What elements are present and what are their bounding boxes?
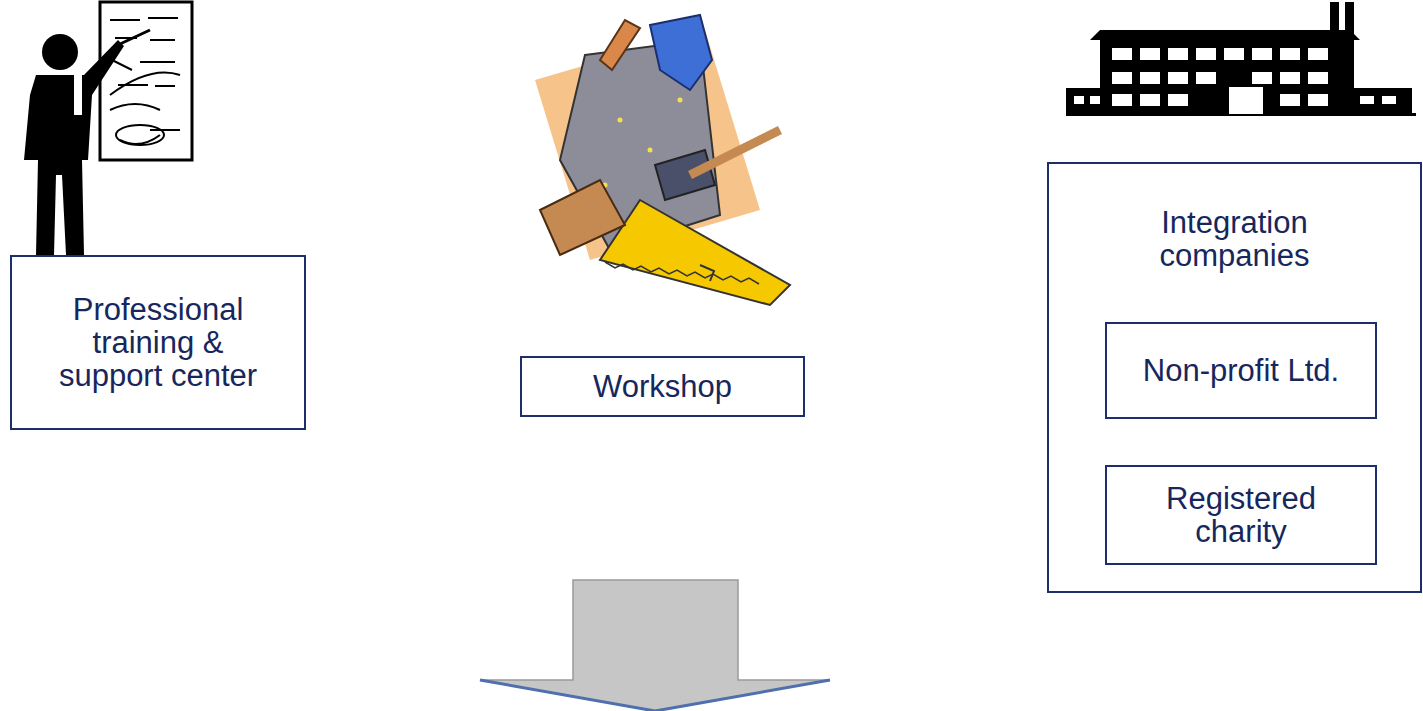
bag-dot	[678, 98, 683, 103]
presenter-clipart	[24, 2, 192, 255]
factory-clipart	[1066, 2, 1416, 116]
presenter-head	[42, 34, 78, 70]
box-label: Non-profit Ltd.	[1143, 354, 1339, 387]
factory-wing	[1066, 88, 1106, 115]
bag-dot	[648, 148, 653, 153]
presenter-shirt	[74, 75, 82, 115]
factory-door	[1228, 86, 1264, 115]
factory-wing	[1350, 88, 1412, 115]
text-box: Professional training & support center	[10, 255, 306, 430]
hammer-head	[655, 150, 715, 200]
down-arrow-edge	[480, 680, 830, 711]
whiteboard-scribbles	[116, 125, 164, 145]
box-label: Integration companies	[1135, 206, 1335, 272]
text-box: Registered charity	[1105, 465, 1377, 565]
box-label: Registered charity	[1141, 482, 1341, 548]
handle	[600, 20, 640, 70]
saw-blade	[600, 200, 790, 305]
saw-teeth	[605, 262, 759, 284]
whiteboard-scribbles	[110, 18, 180, 144]
scissors	[700, 265, 714, 281]
bag-dot	[618, 118, 623, 123]
whiteboard-scribbles	[110, 73, 180, 96]
hammer-handle	[690, 130, 780, 175]
text-box: Workshop	[520, 356, 805, 417]
text-box: Non-profit Ltd.	[1105, 322, 1377, 419]
text-box: Integration companiesNon-profit Ltd. Regi…	[1047, 162, 1422, 593]
box-label: Professional training & support center	[58, 293, 258, 392]
whiteboard	[100, 2, 192, 160]
box-label: Workshop	[593, 370, 732, 403]
saw-handle	[540, 180, 625, 255]
down-arrow	[480, 580, 830, 711]
factory-building	[1100, 40, 1350, 115]
blue-cloth	[650, 15, 712, 90]
workshop-clipart	[535, 15, 790, 305]
pointer	[120, 30, 150, 44]
presenter-body	[24, 40, 124, 255]
factory-roof	[1090, 30, 1360, 40]
